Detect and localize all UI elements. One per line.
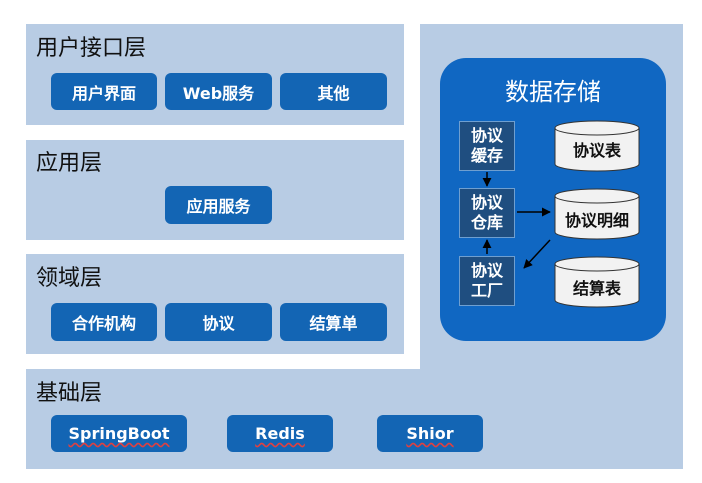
agreement-repository-label: 协议仓库 [470, 193, 503, 232]
other-button[interactable]: 其他 [280, 73, 387, 110]
domain-layer-title: 领域层 [36, 266, 103, 291]
agreement-table-cylinder: 协议表 [554, 120, 640, 172]
data-storage-title: 数据存储 [505, 78, 601, 106]
settlement-button[interactable]: 结算单 [280, 303, 387, 341]
app-layer-title: 应用层 [36, 151, 103, 176]
agreement-table-label: 协议表 [572, 141, 621, 160]
storage-arrows [482, 172, 551, 269]
data-storage-container: 数据存储 协议缓存 协议仓库 协议工厂 协议表 协议明细 结算表 [440, 58, 666, 341]
shior-button[interactable]: Shior [377, 415, 483, 452]
user-interface-button[interactable]: 用户界面 [51, 73, 157, 110]
agreement-cache-label: 协议缓存 [470, 126, 503, 165]
redis-button[interactable]: Redis [227, 415, 333, 452]
ui-layer-title: 用户接口层 [36, 36, 147, 61]
partner-org-button[interactable]: 合作机构 [51, 303, 157, 341]
agreement-button[interactable]: 协议 [165, 303, 272, 341]
base-layer-title: 基础层 [36, 381, 103, 406]
agreement-factory-label: 协议工厂 [470, 261, 503, 300]
web-service-button[interactable]: Web服务 [165, 73, 272, 110]
detail-to-factory-arrow [523, 239, 551, 269]
app-service-button[interactable]: 应用服务 [165, 186, 272, 224]
agreement-detail-label: 协议明细 [564, 211, 629, 230]
springboot-button[interactable]: SpringBoot [51, 415, 187, 452]
agreement-detail-cylinder: 协议明细 [554, 188, 640, 240]
agreement-cache-box[interactable]: 协议缓存 [459, 121, 515, 171]
agreement-repository-box[interactable]: 协议仓库 [459, 188, 515, 238]
agreement-factory-box[interactable]: 协议工厂 [459, 256, 515, 306]
settlement-table-cylinder: 结算表 [554, 256, 640, 308]
settlement-table-label: 结算表 [572, 279, 621, 298]
